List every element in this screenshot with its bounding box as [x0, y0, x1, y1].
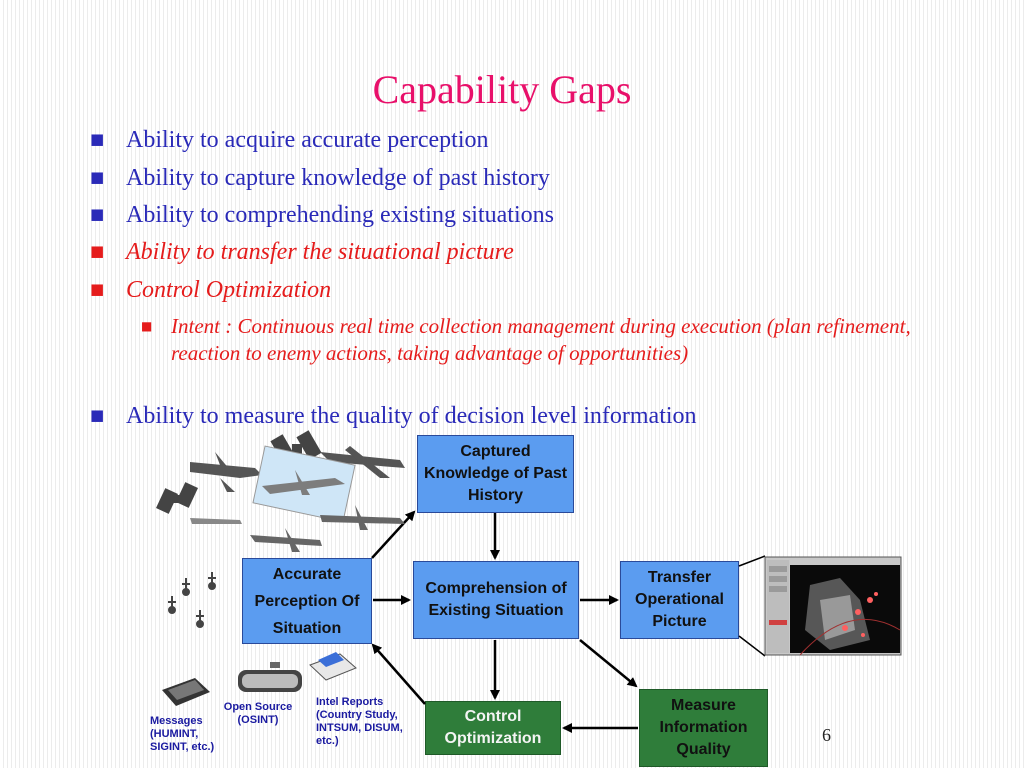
messages-label: Messages (HUMINT, SIGINT, etc.): [150, 715, 230, 754]
bullet-transfer: ■ Ability to transfer the situational pi…: [126, 238, 514, 266]
operational-picture-thumbnail: [765, 557, 901, 655]
fighter-jet-icon: [250, 528, 322, 552]
comprehension-box: Comprehension of Existing Situation: [413, 561, 579, 639]
sub-bullet-intent: ■ Intent : Continuous real time collecti…: [171, 313, 911, 367]
small-plane-icon: [190, 518, 242, 524]
control-optimization-box: Control Optimization: [425, 701, 561, 755]
measure-quality-label: Measure Information Quality: [640, 695, 767, 761]
message-device-icon: [162, 678, 210, 706]
printer-icon: [310, 652, 356, 680]
accurate-perception-label: Accurate Perception Of Situation: [251, 561, 363, 642]
bullet-comprehend: ■ Ability to comprehending existing situ…: [126, 201, 554, 229]
transport-plane-icon: [320, 505, 405, 530]
intel-reports-label: Intel Reports (Country Study, INTSUM, DI…: [316, 696, 416, 748]
bullet-history: ■ Ability to capture knowledge of past h…: [126, 164, 550, 192]
bullet-measure: ■ Ability to measure the quality of deci…: [126, 402, 697, 430]
bullet-perception: ■ Ability to acquire accurate perception: [126, 126, 489, 154]
satellite-icon: [270, 430, 321, 464]
control-optimization-label: Control Optimization: [426, 706, 560, 750]
open-source-label: Open Source (OSINT): [220, 701, 296, 727]
bullet-text: Ability to measure the quality of decisi…: [126, 403, 697, 429]
sub-bullet-text: Intent : Continuous real time collection…: [171, 314, 911, 365]
reaper-drone-icon: [320, 446, 405, 478]
sensor-icons: [168, 572, 216, 627]
bullet-control: ■ Control Optimization: [126, 276, 331, 304]
square-bullet-icon: ■: [90, 125, 104, 153]
uav-icon: [190, 452, 262, 492]
bullet-text: Ability to acquire accurate perception: [126, 127, 489, 153]
captured-knowledge-box: Captured Knowledge of Past History: [417, 435, 574, 513]
disk-stack-icon: [238, 662, 302, 692]
accurate-perception-box: Accurate Perception Of Situation: [242, 558, 372, 644]
square-bullet-icon: ■: [141, 313, 152, 340]
page-number: 6: [822, 725, 831, 746]
measure-quality-box: Measure Information Quality: [639, 689, 768, 767]
bullet-text: Ability to capture knowledge of past his…: [126, 165, 550, 191]
square-bullet-icon: ■: [90, 275, 104, 303]
comprehension-label: Comprehension of Existing Situation: [418, 578, 574, 622]
bullet-text: Ability to transfer the situational pict…: [126, 239, 514, 265]
transfer-picture-box: Transfer Operational Picture: [620, 561, 739, 639]
square-bullet-icon: ■: [90, 237, 104, 265]
square-bullet-icon: ■: [90, 163, 104, 191]
arrow-comprehension-to-measure: [580, 640, 636, 686]
arrow-perception-to-captured: [372, 512, 414, 558]
square-bullet-icon: ■: [90, 200, 104, 228]
square-bullet-icon: ■: [90, 401, 104, 429]
bullet-text: Ability to comprehending existing situat…: [126, 202, 554, 228]
satellite-small-icon: [156, 482, 198, 514]
transfer-picture-label: Transfer Operational Picture: [621, 567, 738, 633]
bullet-text: Control Optimization: [126, 277, 331, 303]
slide-title: Capability Gaps: [0, 66, 1004, 113]
captured-knowledge-label: Captured Knowledge of Past History: [418, 441, 573, 507]
aircraft-photo: [253, 446, 355, 522]
